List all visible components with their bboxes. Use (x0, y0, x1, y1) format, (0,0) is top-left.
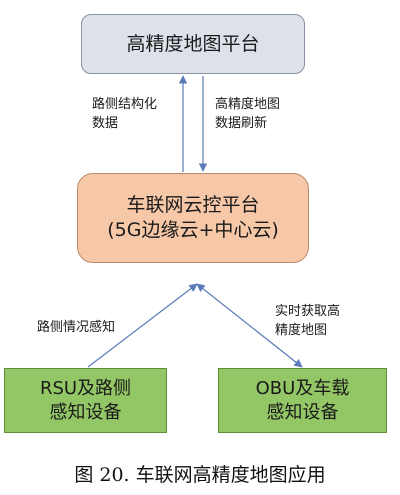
hd-map-platform-label: 高精度地图平台 (126, 32, 260, 55)
edge-label-roadside-data: 路侧结构化 数据 (92, 95, 157, 133)
edge-label-roadside-data-line1: 路侧结构化 (92, 97, 158, 112)
rsu-device-line2: 感知设备 (49, 401, 122, 423)
rsu-device-line1: RSU及路侧 (39, 378, 132, 400)
edge-label-realtime-map-line1: 实时获取高 (275, 304, 341, 319)
obu-device-line1: OBU及车载 (255, 378, 350, 400)
edge-label-map-refresh-line2: 数据刷新 (215, 116, 268, 131)
arrow-cloud-obu (196, 283, 303, 368)
figure-caption: 图 20. 车联网高精度地图应用 (74, 464, 326, 486)
cloud-control-platform-node: 车联网云控平台 (5G边缘云+中心云) (77, 173, 309, 263)
rsu-device-node: RSU及路侧 感知设备 (4, 368, 167, 433)
edge-label-realtime-map-line2: 精度地图 (275, 323, 328, 338)
cloud-platform-subtitle: (5G边缘云+中心云) (107, 219, 279, 241)
arrow-rsu-to-cloud (87, 283, 198, 368)
edge-label-map-refresh-line1: 高精度地图 (215, 97, 281, 112)
edge-label-map-refresh: 高精度地图 数据刷新 (215, 95, 280, 133)
edge-label-roadside-perception-text: 路侧情况感知 (37, 320, 116, 335)
obu-device-node: OBU及车载 感知设备 (218, 368, 387, 433)
edge-label-roadside-data-line2: 数据 (92, 116, 119, 131)
cloud-platform-title: 车联网云控平台 (126, 194, 260, 217)
edge-label-roadside-perception: 路侧情况感知 (37, 318, 115, 337)
obu-device-line2: 感知设备 (266, 401, 339, 423)
edge-label-realtime-map: 实时获取高 精度地图 (275, 302, 340, 340)
hd-map-platform-node: 高精度地图平台 (81, 14, 305, 74)
